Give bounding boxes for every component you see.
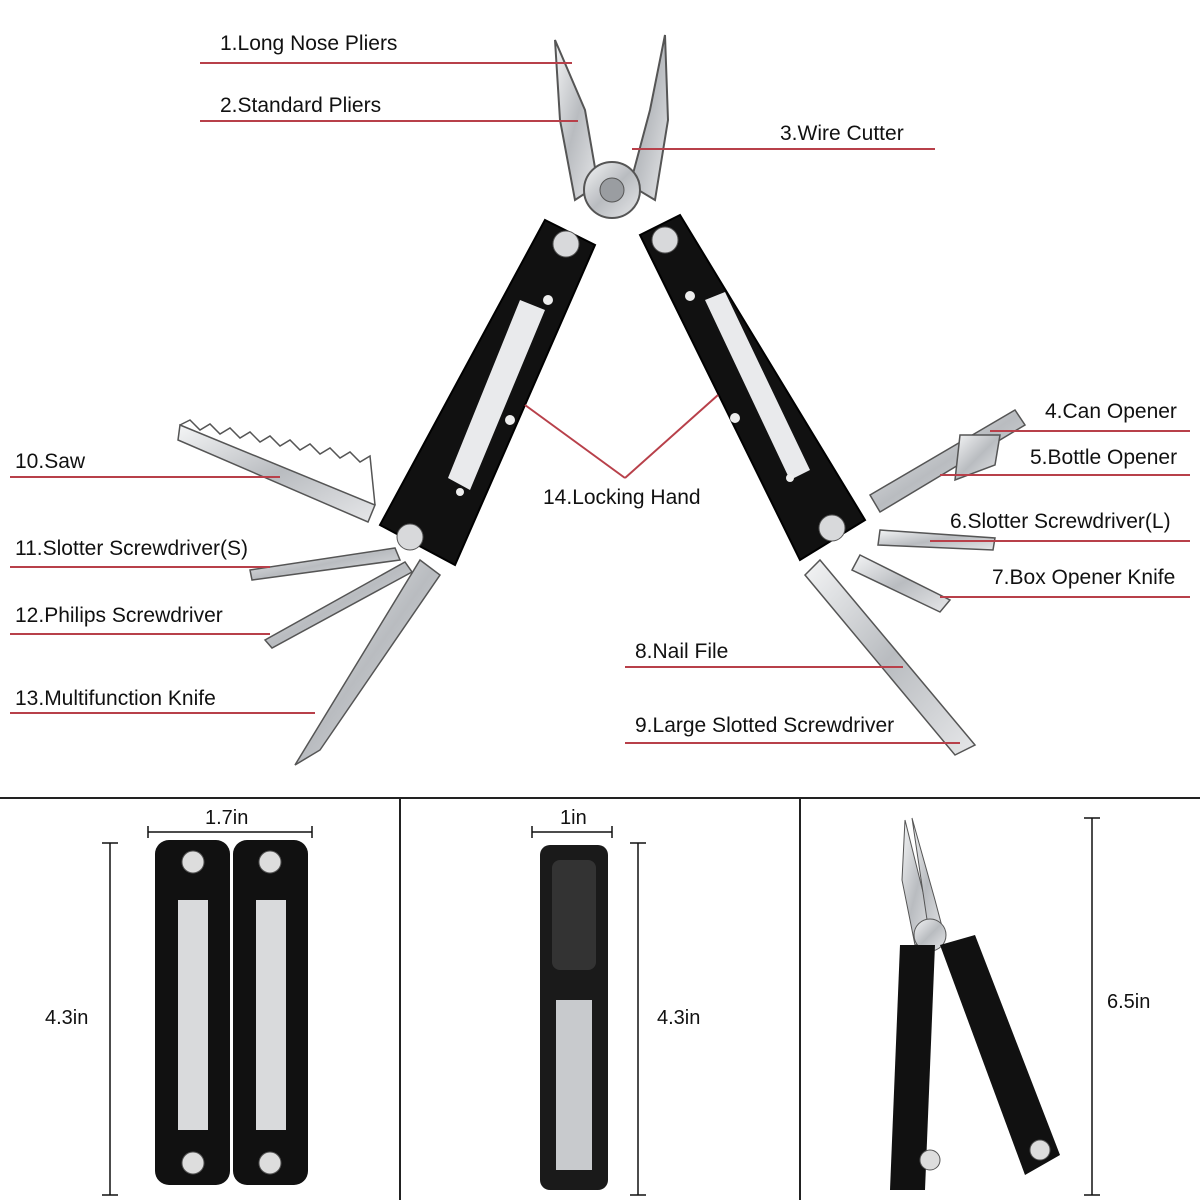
left-handle <box>378 218 597 567</box>
dimension-panel2-width: 1in <box>560 807 587 829</box>
label-large-slotted-screwdriver: 9.Large Slotted Screwdriver <box>635 714 895 737</box>
leader-philips-screwdriver <box>10 633 270 635</box>
label-wire-cutter: 3.Wire Cutter <box>780 122 904 145</box>
dimension-panel1-height: 4.3in <box>45 1007 89 1029</box>
leader-box-opener-knife <box>940 596 1190 598</box>
dimension-panel1-width: 1.7in <box>205 807 249 829</box>
label-locking-hand: 14.Locking Hand <box>543 486 701 509</box>
label-box-opener-knife: 7.Box Opener Knife <box>992 566 1176 589</box>
label-can-opener: 4.Can Opener <box>1045 400 1177 423</box>
label-long-nose-pliers: 1.Long Nose Pliers <box>220 32 398 55</box>
label-slotter-screwdriver-s: 11.Slotter Screwdriver(S) <box>15 537 249 560</box>
leader-long-nose-pliers <box>200 62 572 64</box>
label-saw: 10.Saw <box>15 450 86 473</box>
dimension-panel2-height: 4.3in <box>657 1007 701 1029</box>
leader-slotter-screwdriver-l <box>930 540 1190 542</box>
leader-nail-file <box>625 666 903 668</box>
leader-multifunction-knife <box>10 712 315 714</box>
locking-hand-leaders <box>524 394 719 479</box>
leader-standard-pliers <box>200 120 578 122</box>
leader-saw <box>10 476 280 478</box>
label-standard-pliers: 2.Standard Pliers <box>220 94 382 117</box>
left-tools <box>177 419 442 766</box>
label-slotter-screwdriver-l: 6.Slotter Screwdriver(L) <box>950 510 1171 533</box>
label-philips-screwdriver: 12.Philips Screwdriver <box>15 604 223 627</box>
label-multifunction-knife: 13.Multifunction Knife <box>15 687 216 710</box>
label-bottle-opener: 5.Bottle Opener <box>1030 446 1178 469</box>
leader-slotter-screwdriver-s <box>10 566 270 568</box>
label-nail-file: 8.Nail File <box>635 640 729 663</box>
leader-bottle-opener <box>940 474 1190 476</box>
tool-pliers-extended <box>890 817 1100 1196</box>
leader-large-slotted-screwdriver <box>625 742 960 744</box>
leader-can-opener <box>990 430 1190 432</box>
closed-tool-side <box>531 826 646 1196</box>
leader-wire-cutter <box>632 148 935 150</box>
closed-tool-front <box>102 826 313 1196</box>
dimension-panel3-height: 6.5in <box>1107 991 1151 1013</box>
right-handle <box>638 213 867 562</box>
